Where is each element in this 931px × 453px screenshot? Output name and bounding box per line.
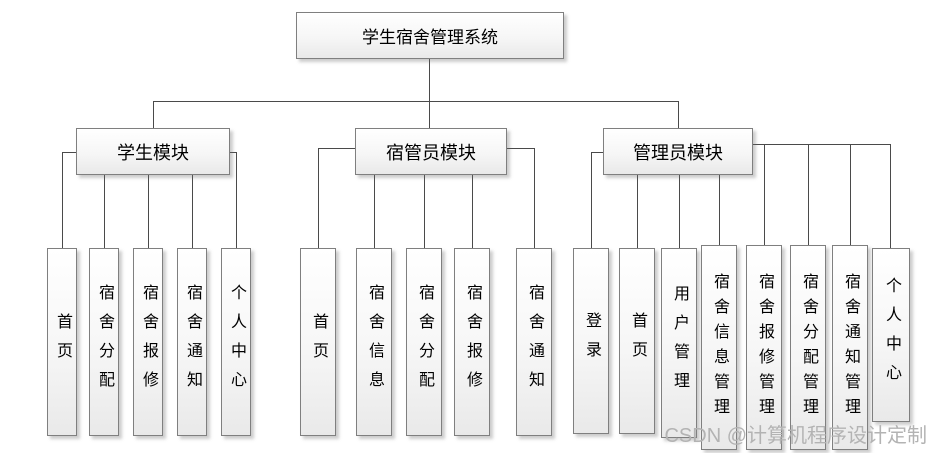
connector [534, 148, 535, 248]
leaf-label: 个人中心 [228, 284, 245, 400]
root-node-system-title: 学生宿舍管理系统 [296, 12, 564, 59]
leaf-label: 宿舍报修管理 [756, 272, 773, 423]
root-node-label: 学生宿舍管理系统 [362, 28, 498, 47]
leaf-admin-home: 首页 [619, 248, 655, 434]
connector [890, 144, 891, 248]
leaf-admin-dorm-allocation-management: 宿舍分配管理 [790, 245, 826, 450]
connector [104, 175, 105, 248]
connector [153, 101, 679, 102]
leaf-label: 宿舍通知 [526, 284, 543, 400]
connector [192, 175, 193, 248]
connector [62, 152, 63, 248]
connector [148, 175, 149, 248]
connector [374, 175, 375, 248]
connector [591, 152, 592, 248]
connector [679, 175, 680, 248]
leaf-label: 宿舍信息 [366, 284, 383, 400]
leaf-label: 用户管理 [671, 285, 688, 401]
leaf-manager-dorm-info: 宿舍信息 [356, 248, 392, 436]
leaf-manager-dorm-notice: 宿舍通知 [516, 248, 552, 436]
connector [507, 148, 534, 149]
module-node-student: 学生模块 [76, 128, 230, 175]
leaf-label: 首页 [54, 313, 71, 371]
leaf-label: 首页 [310, 313, 327, 371]
leaf-label: 个人中心 [883, 277, 900, 393]
leaf-student-dorm-allocation: 宿舍分配 [89, 248, 119, 436]
leaf-label: 宿舍分配管理 [800, 272, 817, 423]
connector [62, 152, 76, 153]
leaf-label: 宿舍通知管理 [842, 272, 859, 423]
leaf-admin-dorm-repair-management: 宿舍报修管理 [746, 245, 782, 450]
connector [318, 148, 355, 149]
connector [230, 152, 236, 153]
leaf-admin-login: 登录 [573, 248, 609, 434]
module-node-label: 管理员模块 [633, 142, 723, 163]
leaf-student-dorm-notice: 宿舍通知 [177, 248, 207, 436]
leaf-label: 登录 [583, 312, 600, 370]
leaf-label: 首页 [629, 312, 646, 370]
leaf-label: 宿舍报修 [464, 284, 481, 400]
leaf-label: 宿舍报修 [140, 284, 157, 400]
leaf-admin-dorm-info-management: 宿舍信息管理 [701, 245, 737, 450]
connector [637, 175, 638, 248]
leaf-student-dorm-repair: 宿舍报修 [133, 248, 163, 436]
connector [153, 101, 154, 128]
module-node-admin: 管理员模块 [603, 128, 753, 175]
connector [850, 144, 851, 245]
leaf-student-home: 首页 [47, 248, 77, 436]
leaf-label: 宿舍分配 [416, 284, 433, 400]
leaf-label: 宿舍信息管理 [711, 272, 728, 423]
leaf-admin-personal-center: 个人中心 [872, 248, 910, 422]
module-node-label: 宿管员模块 [386, 142, 476, 163]
connector [236, 152, 237, 248]
module-node-dorm-manager: 宿管员模块 [355, 128, 507, 175]
leaf-admin-user-management: 用户管理 [661, 248, 697, 438]
connector [753, 144, 890, 145]
leaf-label: 宿舍通知 [184, 284, 201, 400]
leaf-student-personal-center: 个人中心 [221, 248, 251, 436]
leaf-admin-dorm-notice-management: 宿舍通知管理 [832, 245, 868, 450]
connector [424, 175, 425, 248]
leaf-manager-home: 首页 [300, 248, 336, 436]
connector [429, 59, 430, 128]
connector [764, 144, 765, 245]
connector [591, 152, 603, 153]
leaf-label: 宿舍分配 [96, 284, 113, 400]
connector [808, 144, 809, 245]
connector [318, 148, 319, 248]
leaf-manager-dorm-repair: 宿舍报修 [454, 248, 490, 436]
connector [719, 175, 720, 245]
connector [678, 101, 679, 128]
module-node-label: 学生模块 [117, 142, 189, 163]
connector [472, 175, 473, 248]
leaf-manager-dorm-allocation: 宿舍分配 [406, 248, 442, 436]
